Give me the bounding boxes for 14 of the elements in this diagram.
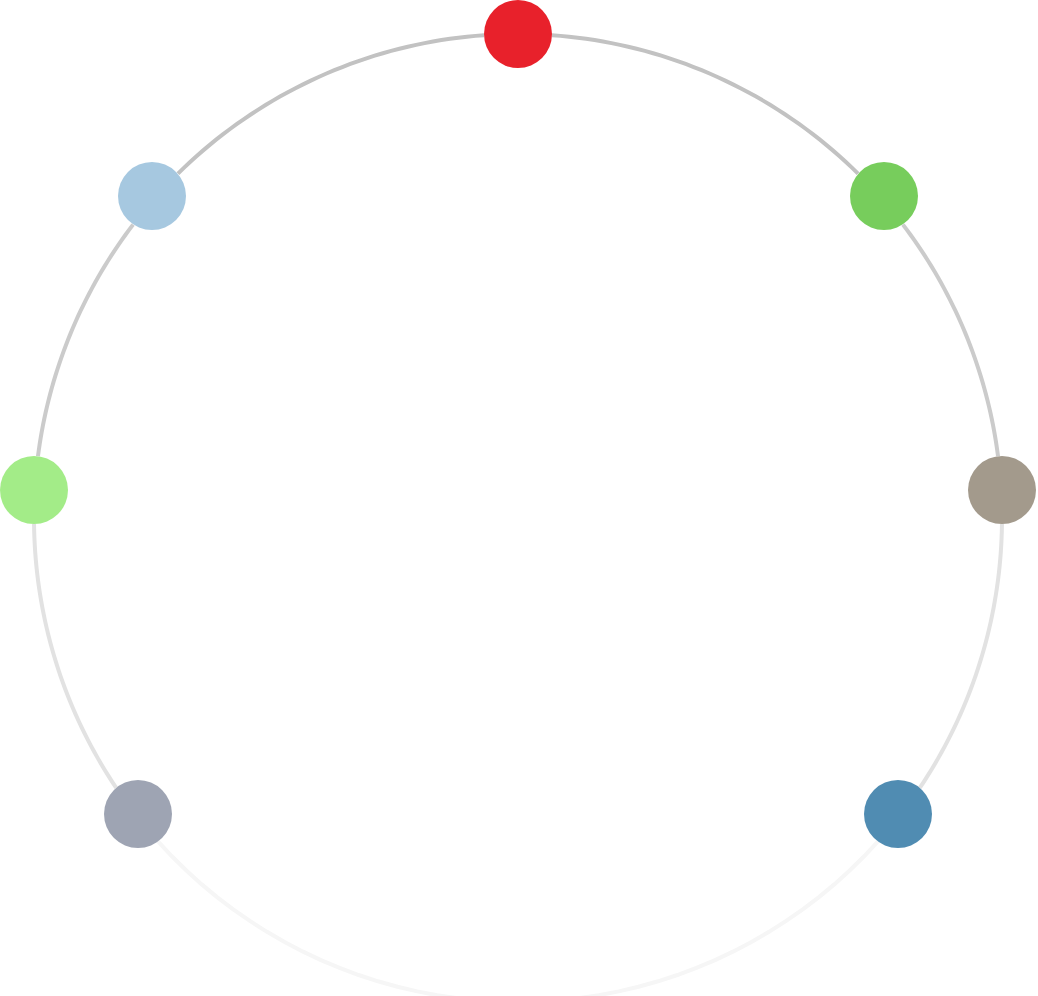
ring-arc bbox=[32, 524, 118, 789]
circle-node bbox=[968, 456, 1036, 524]
ring-arc bbox=[176, 33, 485, 175]
circle-node bbox=[850, 162, 918, 230]
circle-node bbox=[104, 780, 172, 848]
ring-arc bbox=[156, 840, 880, 996]
ring-arc bbox=[551, 33, 860, 175]
ring-arc bbox=[901, 223, 1001, 457]
circle-node bbox=[118, 162, 186, 230]
ring-arc bbox=[918, 524, 1004, 789]
circle-node bbox=[484, 0, 552, 68]
circle-node bbox=[0, 456, 68, 524]
ring-arc bbox=[35, 223, 135, 457]
circle-node bbox=[864, 780, 932, 848]
